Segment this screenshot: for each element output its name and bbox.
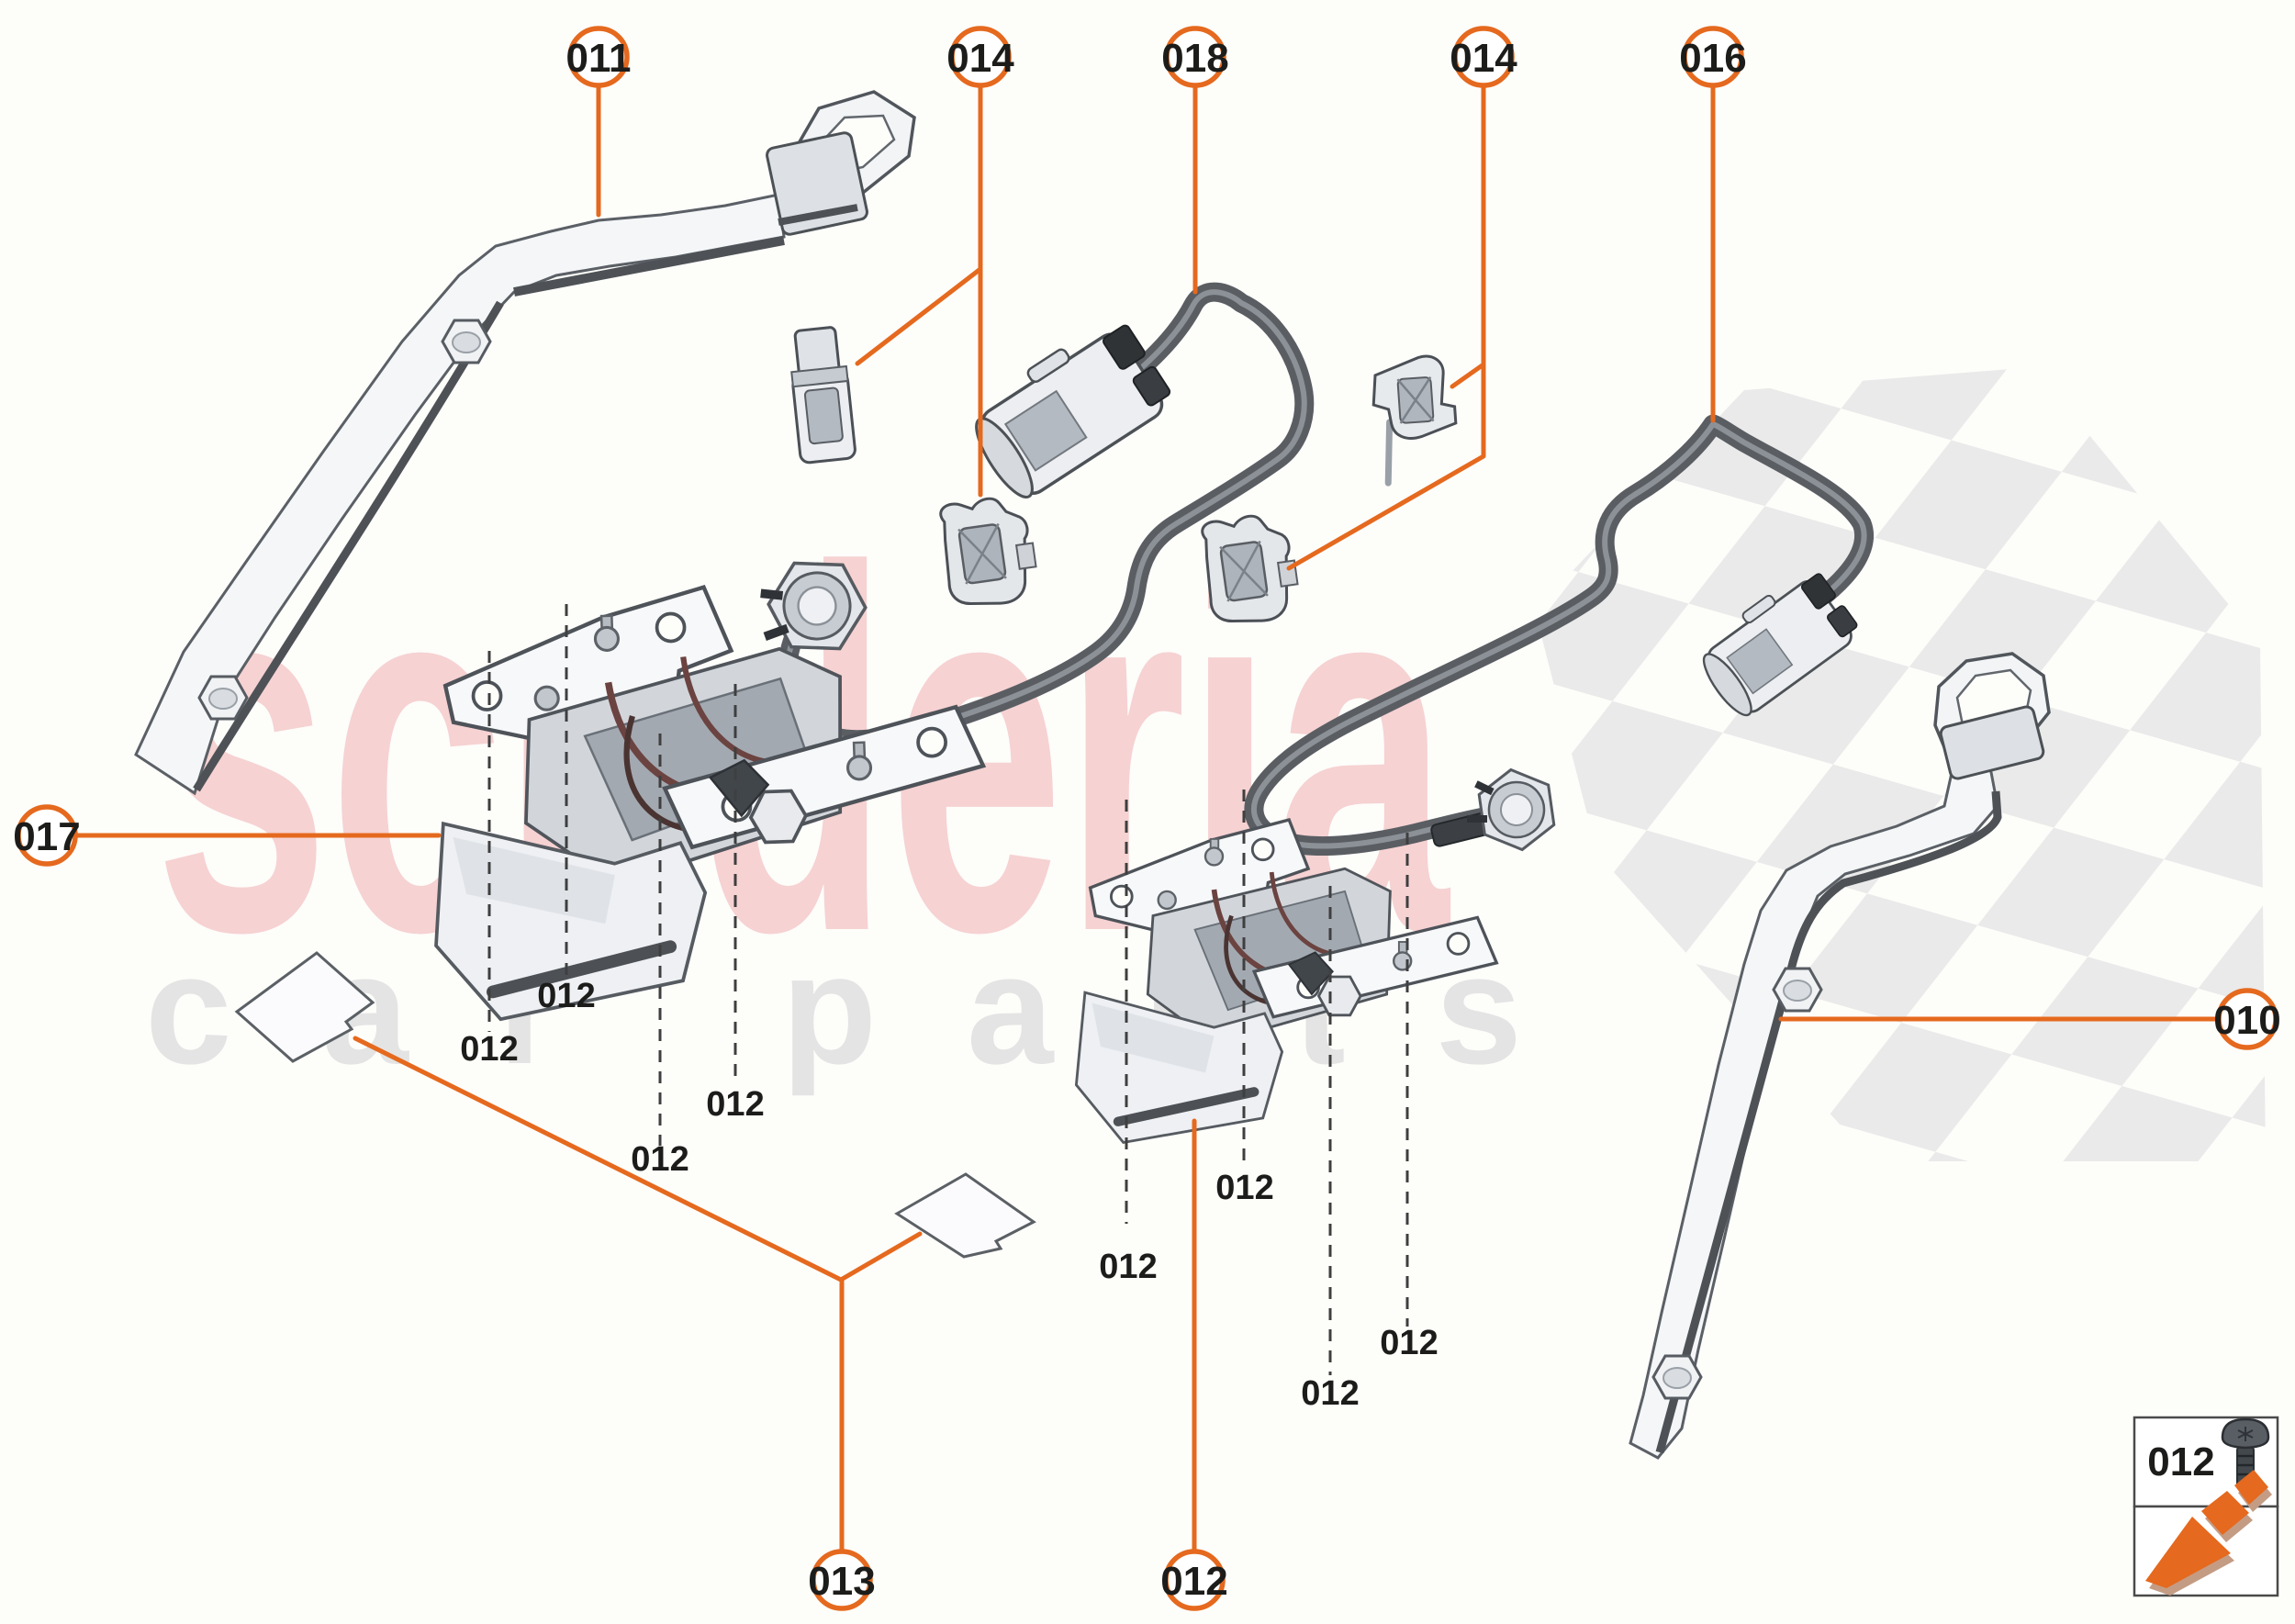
callout-012[interactable]: 012: [1160, 1549, 1228, 1611]
fastener-label: 012: [537, 977, 595, 1015]
callout-014-left[interactable]: 014: [946, 26, 1014, 88]
strap-bolt: [197, 675, 249, 721]
fastener-leader-lines: [487, 604, 1409, 1375]
strap-bolt: [1651, 1354, 1703, 1400]
callout-label: 016: [1679, 36, 1746, 81]
fastener-label: 012: [460, 1030, 518, 1069]
fastener-label: 012: [1215, 1169, 1273, 1207]
callout-label: 011: [566, 36, 632, 81]
callout-013[interactable]: 013: [808, 1549, 876, 1611]
legend-fastener-ref: 012: [2147, 1439, 2214, 1484]
callout-016[interactable]: 016: [1679, 26, 1747, 88]
callout-label: 012: [1160, 1559, 1227, 1604]
screw-icon: [2221, 1417, 2270, 1489]
callout-014-right[interactable]: 014: [1450, 26, 1517, 88]
callout-label: 014: [946, 36, 1014, 81]
callout-balloons: 011 014 018 014 016 017 010 013: [13, 26, 2281, 1611]
fastener-label: 012: [1099, 1248, 1157, 1286]
callout-label: 017: [13, 814, 80, 859]
fastener-label: 012: [631, 1140, 688, 1179]
parts-layer: [134, 90, 2051, 1460]
roof-strap-right[interactable]: [1629, 652, 2051, 1460]
fastener-label: 012: [1380, 1324, 1438, 1362]
cable-clip-tall[interactable]: [786, 324, 857, 465]
strap-bolt: [441, 319, 492, 364]
shim-pad[interactable]: [894, 1172, 1036, 1259]
legend-box: 012: [2133, 1416, 2279, 1597]
shim-pad[interactable]: [234, 951, 375, 1063]
fastener-labels: 012 012 012 012 012 012 012 012: [460, 977, 1438, 1413]
checkered-flag-watermark: [1535, 367, 2266, 1161]
strap-bolt: [1772, 967, 1823, 1013]
callout-010[interactable]: 010: [2213, 988, 2281, 1050]
fastener-label: 012: [1301, 1374, 1359, 1413]
roof-strap-left[interactable]: [134, 90, 916, 796]
callout-017[interactable]: 017: [13, 804, 81, 867]
callout-label: 010: [2213, 998, 2280, 1043]
fastener-label: 012: [706, 1085, 764, 1124]
callout-label: 018: [1161, 36, 1228, 81]
direction-arrow-icon: [2145, 1470, 2272, 1596]
callout-leader-lines: [73, 84, 2221, 1553]
callout-label: 014: [1450, 36, 1517, 81]
callout-018[interactable]: 018: [1161, 26, 1229, 88]
callout-011[interactable]: 011: [566, 26, 632, 88]
callout-label: 013: [808, 1559, 875, 1604]
